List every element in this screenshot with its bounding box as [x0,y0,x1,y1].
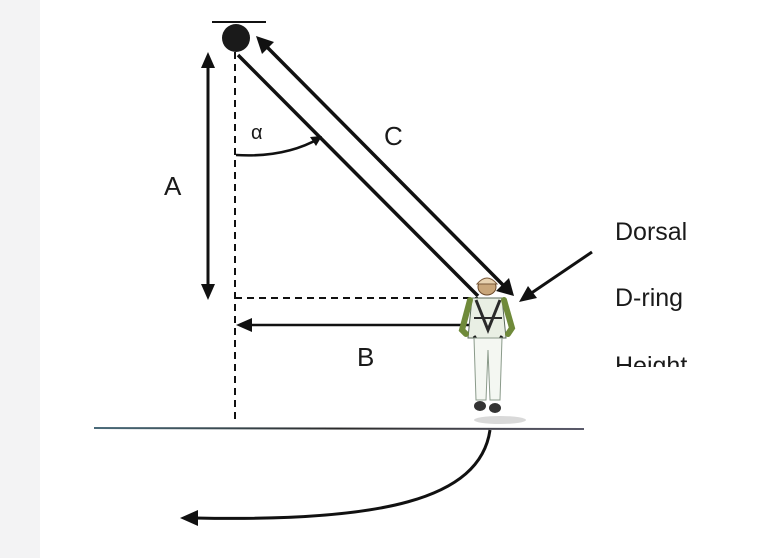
swing-arc [194,429,492,520]
swing-arc-arrowhead [180,510,198,526]
d-ring-label: D-ring [615,284,683,312]
b-label: B [357,342,374,372]
c-label: C [384,121,403,151]
dimension-a-arrowhead-bottom [201,284,215,300]
angle-arc-arrowhead [310,136,322,146]
lanyard-line [236,53,480,298]
dimension-c-arrowhead-bottom [496,278,514,296]
dorsal-label: Dorsal [615,218,687,246]
dimension-b-arrowhead [236,318,252,332]
a-label: A [164,171,182,201]
anchor-point [222,24,250,52]
dimension-c-line [264,44,508,290]
d-ring-pointer-arrowhead [519,286,537,302]
height-label: Height [615,352,687,380]
angle-arc [235,136,321,157]
dimension-a-arrowhead-top [201,52,215,68]
d-ring-pointer-line [529,250,593,296]
ground-line [93,427,585,430]
dimension-c-arrowhead-top [256,36,274,54]
worker-figure [458,277,526,424]
background-edge [0,0,40,558]
alpha-label: α [251,122,263,144]
